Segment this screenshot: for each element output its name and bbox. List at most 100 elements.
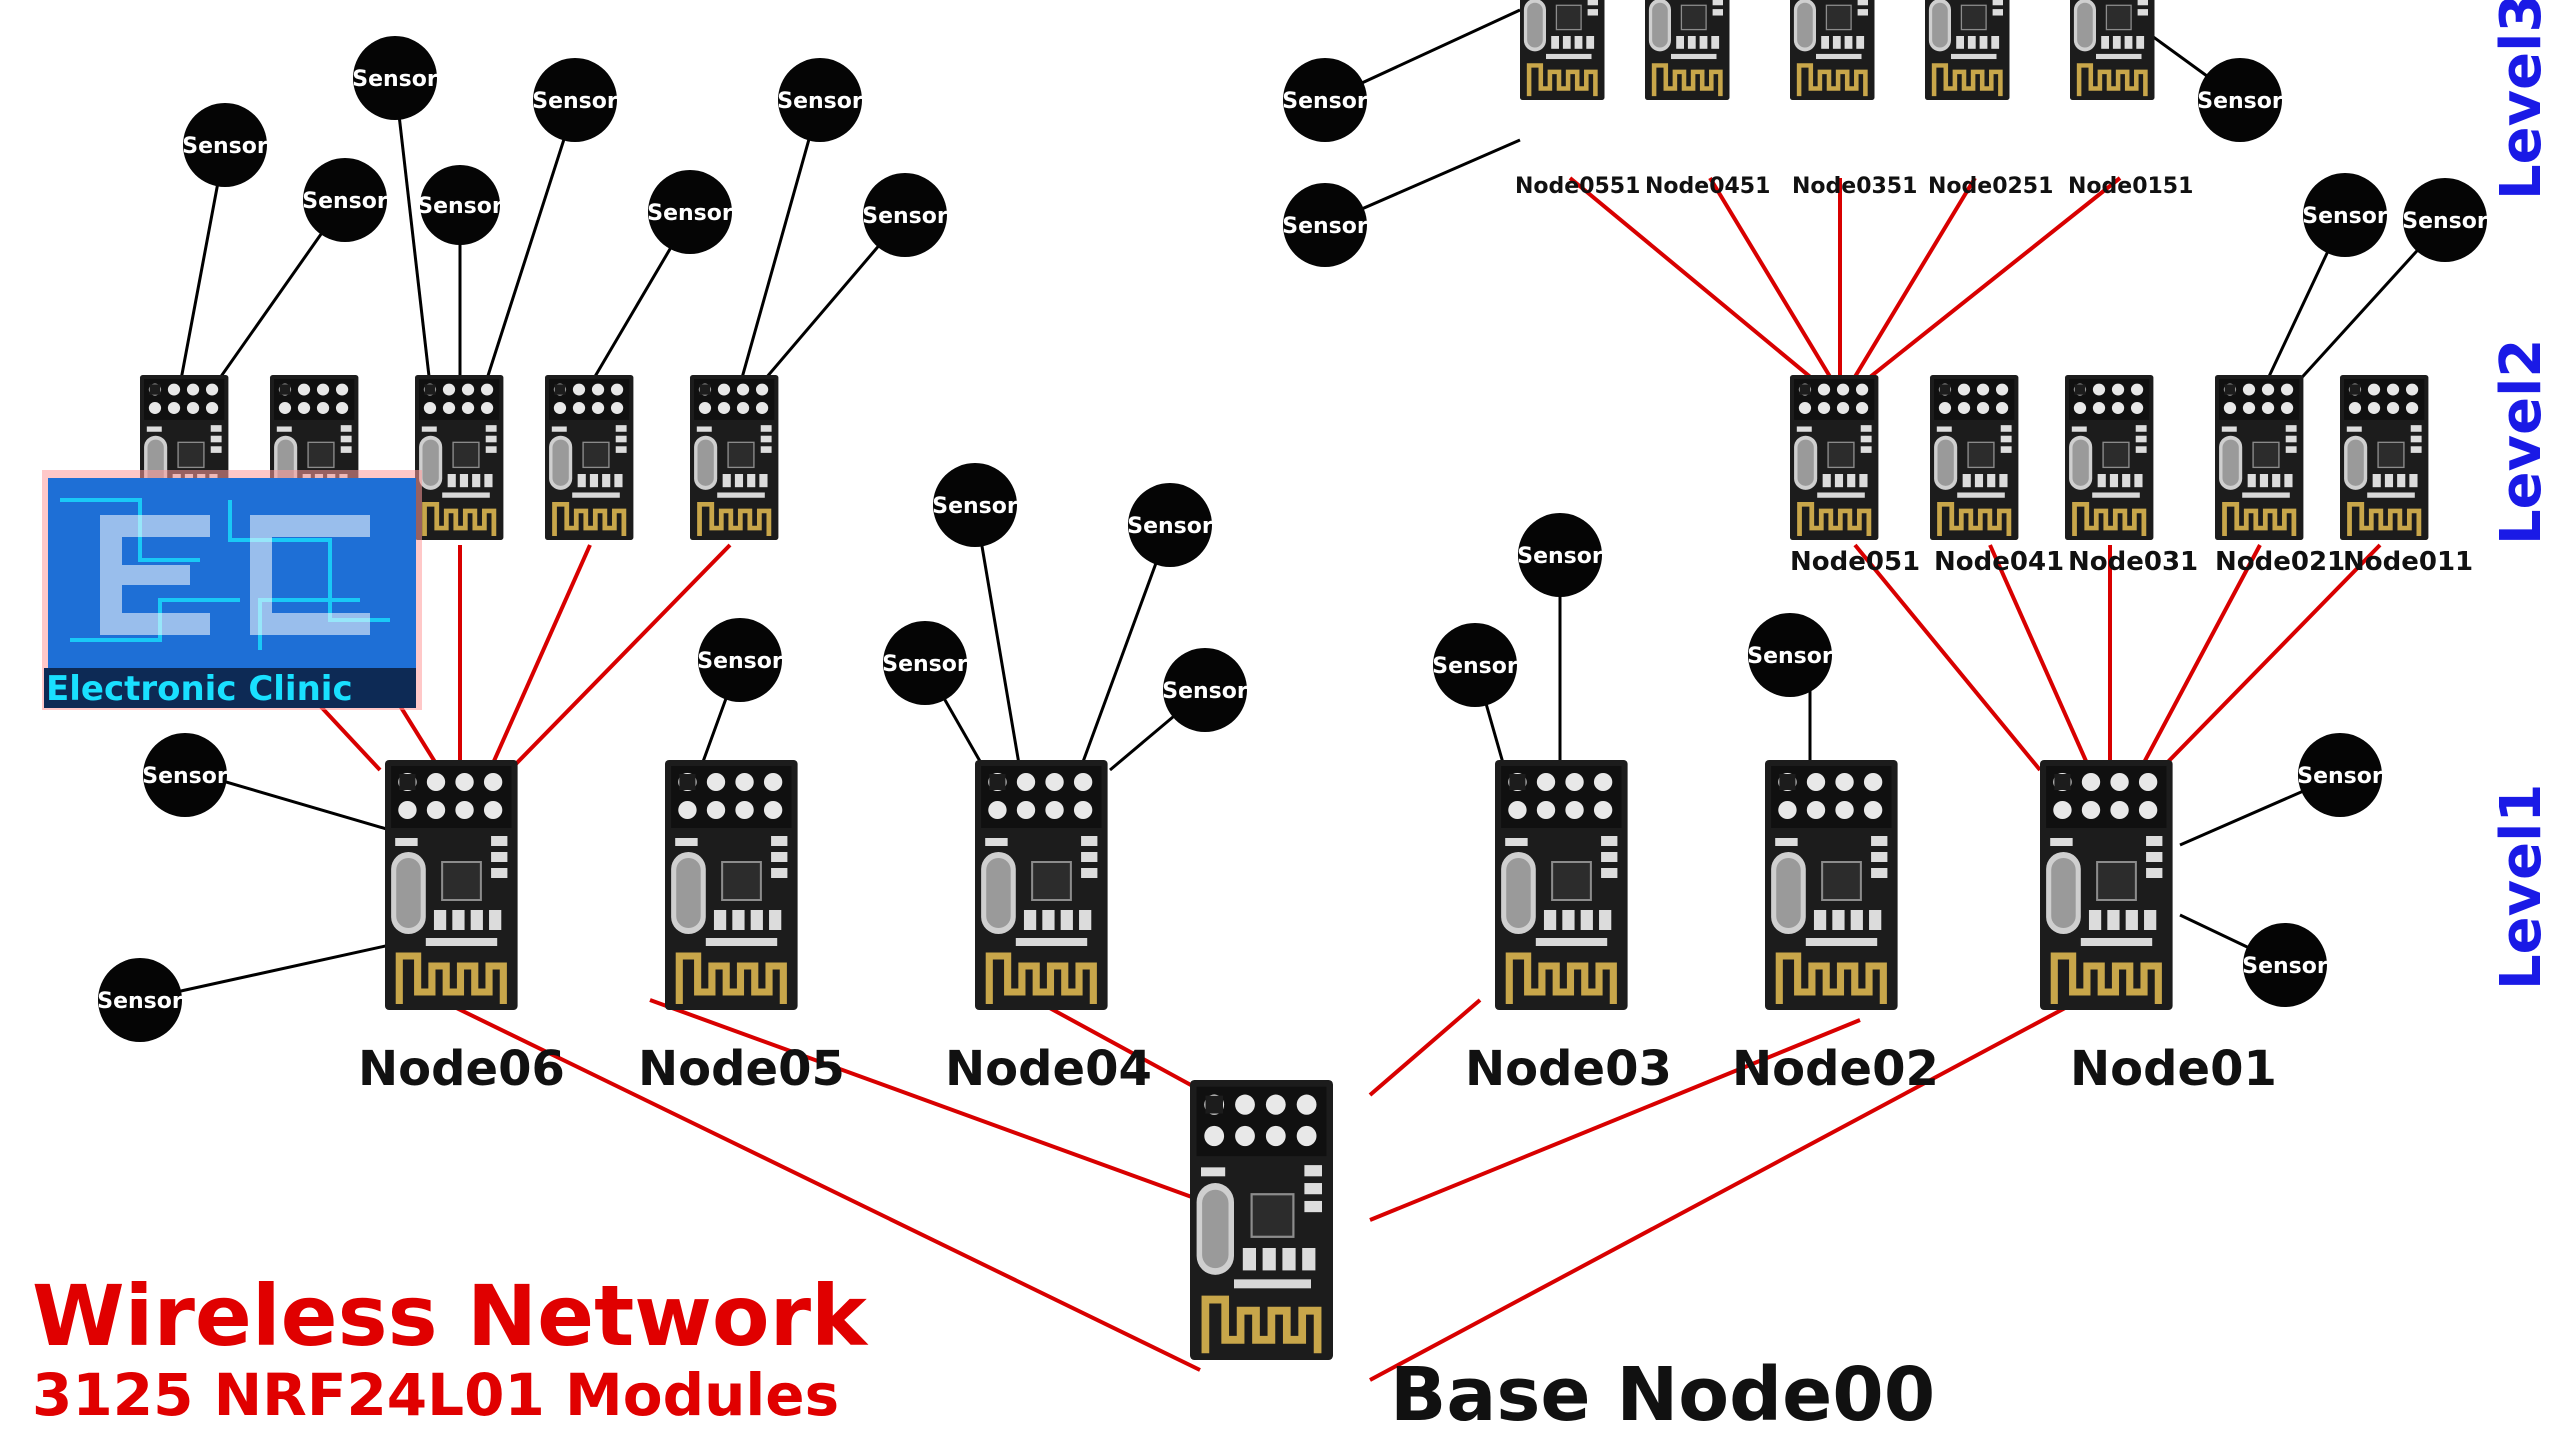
sensor-label: Sensor [97, 989, 183, 1014]
level2-label: Level2 [2489, 339, 2554, 545]
base-node-label: Base Node00 [1390, 1352, 1935, 1438]
sensor-circle [353, 36, 437, 120]
sensor-label: Sensor [532, 89, 618, 114]
sensor-circle [1163, 648, 1247, 732]
sensor-circle [648, 170, 732, 254]
sensor-24: Sensor [1282, 183, 1368, 267]
base-module [1190, 1080, 1333, 1360]
sensor-circle [420, 165, 500, 245]
node-label-06: Node06 [358, 1041, 565, 1097]
level-labels: Level1 Level2 Level3 [2489, 0, 2554, 990]
sensor-label: Sensor [2302, 204, 2388, 229]
node-label-0551: Node0551 [1515, 174, 1640, 199]
sensor-19: Sensor [2297, 733, 2383, 817]
node-label-0451: Node0451 [1645, 174, 1770, 199]
sensor-circle [1283, 58, 1367, 142]
sensor-circle [303, 158, 387, 242]
sensor-7: Sensor [777, 58, 863, 142]
title: Wireless Network [32, 1267, 869, 1365]
sensor-label: Sensor [1282, 89, 1368, 114]
sensor-16: Sensor [1517, 513, 1603, 597]
node-label-02: Node02 [1732, 1041, 1939, 1097]
sensor-label: Sensor [1747, 644, 1833, 669]
sensor-label: Sensor [1127, 514, 1213, 539]
node-label-031: Node031 [2068, 547, 2198, 577]
sensor-label: Sensor [647, 201, 733, 226]
sensor-label: Sensor [882, 652, 968, 677]
sensor-circle [1433, 623, 1517, 707]
sensor-12: Sensor [932, 463, 1018, 547]
sensor-label: Sensor [2402, 209, 2488, 234]
node-label-011: Node011 [2343, 547, 2473, 577]
sensor-circle [2303, 173, 2387, 257]
sensor-label: Sensor [352, 67, 438, 92]
sensor-circle [98, 958, 182, 1042]
title-block: Wireless Network 3125 NRF24L01 Modules [32, 1267, 869, 1429]
sensor-1: Sensor [182, 103, 268, 187]
sensor-label: Sensor [182, 134, 268, 159]
sensor-circle [2243, 923, 2327, 1007]
node-label-05: Node05 [638, 1041, 845, 1097]
sensor-circle [2298, 733, 2382, 817]
radio-links [168, 176, 2382, 1382]
sensor-4: Sensor [417, 165, 503, 245]
level2-modules-right [1790, 375, 2428, 540]
level1-label: Level1 [2489, 784, 2554, 990]
node-label-0151: Node0151 [2068, 174, 2193, 199]
sensor-13: Sensor [1127, 483, 1213, 567]
sensor-wires [139, 8, 2447, 1002]
sensor-8: Sensor [862, 173, 948, 257]
electronic-clinic-logo: Electronic Clinic [42, 470, 422, 710]
node-label-04: Node04 [945, 1041, 1152, 1097]
sensor-25: Sensor [2197, 58, 2283, 142]
sensor-label: Sensor [2297, 764, 2383, 789]
sensor-label: Sensor [417, 194, 503, 219]
sensor-10: Sensor [97, 958, 183, 1042]
sensor-circle [1748, 613, 1832, 697]
sensor-22: Sensor [2402, 178, 2488, 262]
sensor-20: Sensor [2242, 923, 2328, 1007]
level3-modules [1520, 0, 2155, 100]
sensor-circle [1128, 483, 1212, 567]
sensor-14: Sensor [882, 621, 968, 705]
sensor-23: Sensor [1282, 58, 1368, 142]
sensor-circle [933, 463, 1017, 547]
sensor-2: Sensor [302, 158, 388, 242]
sensor-circle [183, 103, 267, 187]
sensor-label: Sensor [2197, 89, 2283, 114]
sensor-label: Sensor [2242, 954, 2328, 979]
sensor-21: Sensor [2302, 173, 2388, 257]
sensor-11: Sensor [697, 618, 783, 702]
subtitle: 3125 NRF24L01 Modules [32, 1361, 839, 1429]
sensor-label: Sensor [302, 189, 388, 214]
sensor-circle [698, 618, 782, 702]
sensor-label: Sensor [932, 494, 1018, 519]
node-label-03: Node03 [1465, 1041, 1672, 1097]
sensor-3: Sensor [352, 36, 438, 120]
sensor-circle [2198, 58, 2282, 142]
sensor-label: Sensor [1282, 214, 1368, 239]
sensor-15: Sensor [1162, 648, 1248, 732]
sensor-circle [778, 58, 862, 142]
sensor-circle [143, 733, 227, 817]
sensor-6: Sensor [647, 170, 733, 254]
sensor-label: Sensor [1162, 679, 1248, 704]
node-labels: Node06 Node05 Node04 Node03 Node02 Node0… [358, 174, 2473, 1438]
sensor-circle [1518, 513, 1602, 597]
sensors: SensorSensorSensorSensorSensorSensorSens… [97, 36, 2488, 1042]
sensor-label: Sensor [142, 764, 228, 789]
node-label-051: Node051 [1790, 547, 1920, 577]
sensor-label: Sensor [697, 649, 783, 674]
node-label-01: Node01 [2070, 1041, 2277, 1097]
sensor-17: Sensor [1432, 623, 1518, 707]
sensor-9: Sensor [142, 733, 228, 817]
sensor-label: Sensor [1432, 654, 1518, 679]
node-label-041: Node041 [1934, 547, 2064, 577]
sensor-label: Sensor [862, 204, 948, 229]
level3-label: Level3 [2489, 0, 2554, 200]
sensor-label: Sensor [1517, 544, 1603, 569]
sensor-circle [533, 58, 617, 142]
sensor-circle [863, 173, 947, 257]
level1-modules [385, 760, 2173, 1010]
